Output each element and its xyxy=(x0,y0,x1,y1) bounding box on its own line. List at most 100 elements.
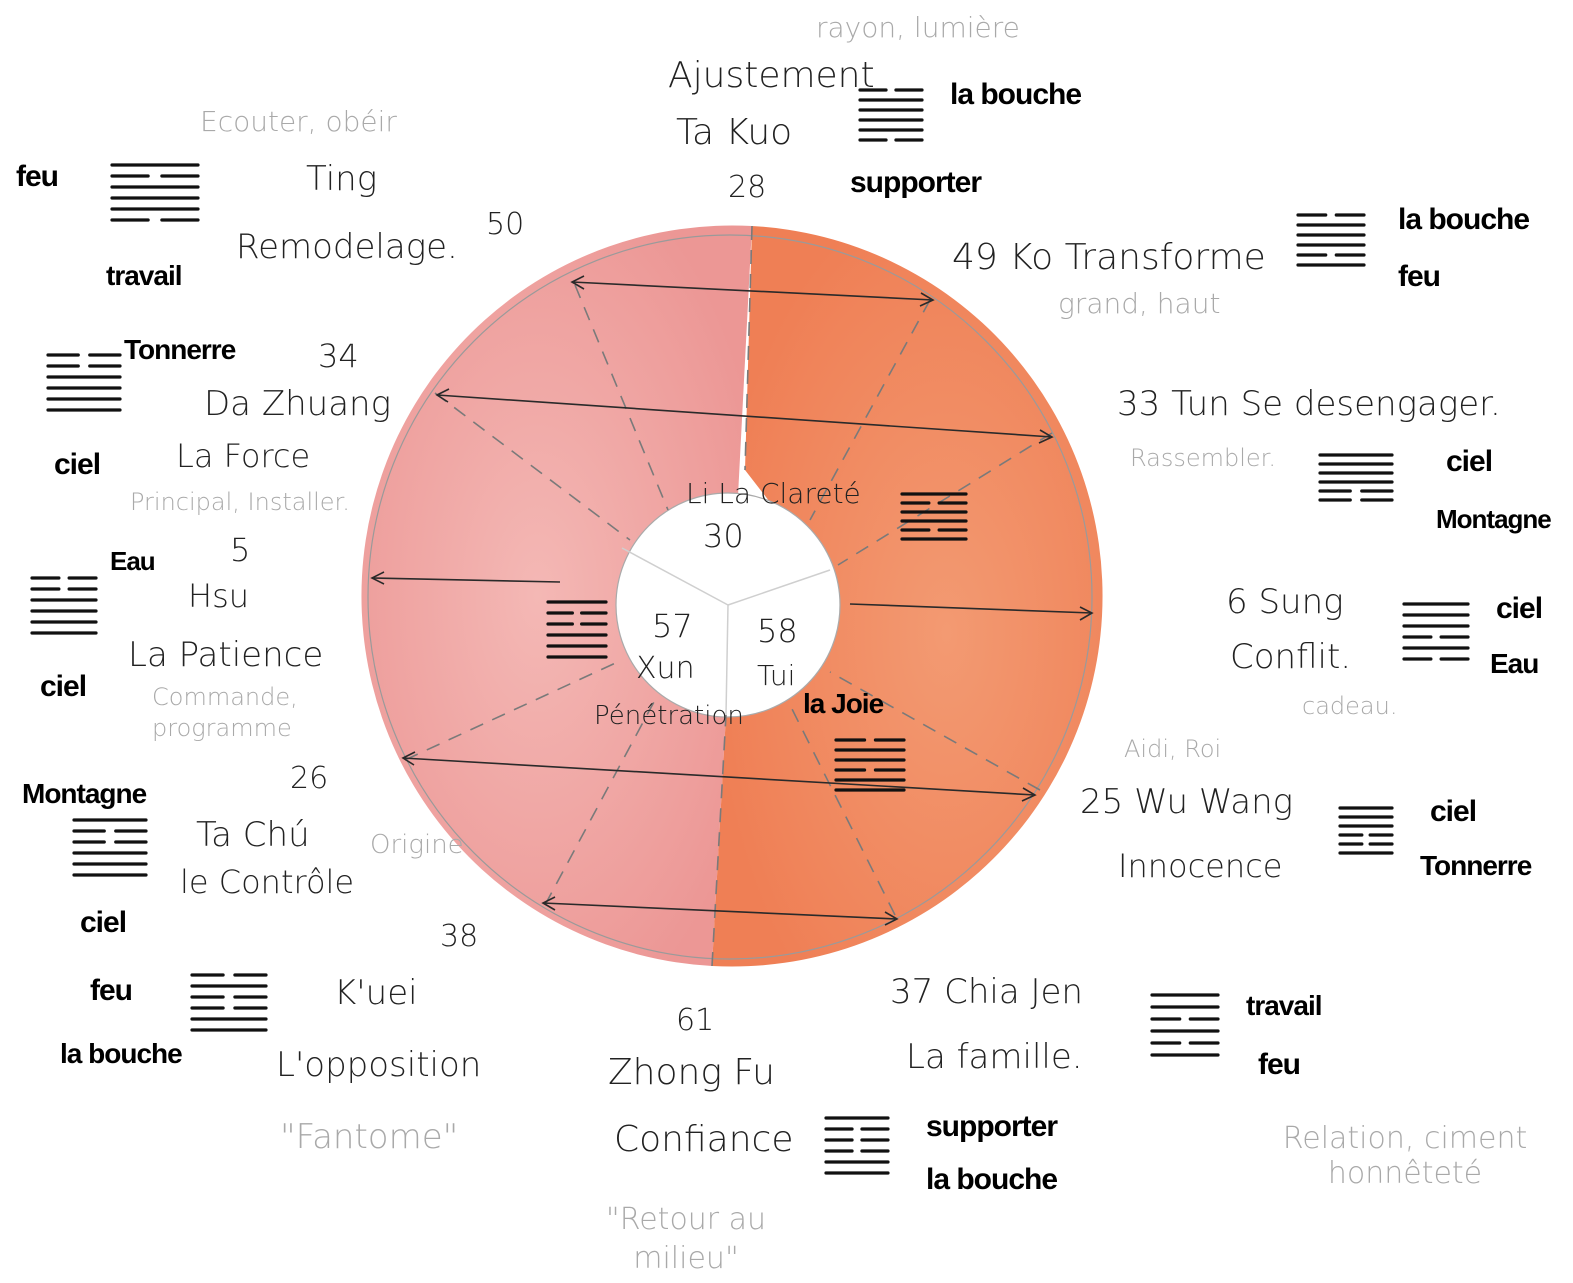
note-28: rayon, lumière xyxy=(816,11,1020,44)
lower-25: Tonnerre xyxy=(1420,850,1532,881)
title-25: Innocence xyxy=(1118,847,1283,885)
title-61: Confiance xyxy=(614,1119,794,1160)
label-33: 33 Tun Se desengager. xyxy=(1117,387,1501,421)
lower-49: feu xyxy=(1398,260,1441,293)
title-37: La famille. xyxy=(906,1037,1083,1077)
lower-38: la bouche xyxy=(60,1038,183,1069)
center-xun-number: 57 xyxy=(652,607,693,645)
hexagram-symbols xyxy=(30,88,1470,1175)
lower-28: supporter xyxy=(850,166,982,199)
note-50: Ecouter, obéir xyxy=(200,105,397,138)
dashed-spokes xyxy=(404,225,1053,967)
hexagram-26 xyxy=(72,818,148,877)
upper-61: supporter xyxy=(926,1110,1058,1143)
note-61: "Retour au milieu" xyxy=(605,1202,767,1276)
center-xun-name: Xun xyxy=(636,651,695,686)
note-38: "Fantome" xyxy=(280,1117,459,1157)
number-61: 61 xyxy=(676,1003,715,1038)
number-25: 25 xyxy=(1080,782,1124,822)
name-6: Sung xyxy=(1258,582,1344,622)
name-49: Ko xyxy=(1009,237,1054,278)
note-33: Rassembler. xyxy=(1130,444,1276,472)
note-34: Principal, Installer. xyxy=(130,488,350,516)
upper-6: ciel xyxy=(1496,592,1543,625)
center-xun-title: Pénétration xyxy=(594,701,744,731)
number-50: 50 xyxy=(486,207,525,242)
lower-26: ciel xyxy=(80,906,127,939)
hexagram-38 xyxy=(190,973,268,1032)
hexagram-25 xyxy=(1338,806,1394,855)
label-37: 37 Chia Jen xyxy=(890,975,1083,1009)
hexagram-33 xyxy=(1318,453,1394,502)
title-33: Se desengager. xyxy=(1240,384,1501,424)
hexagram-34 xyxy=(46,353,122,412)
upper-25: ciel xyxy=(1430,795,1477,828)
hexagram-30 xyxy=(900,492,968,541)
name-5: Hsu xyxy=(188,577,250,615)
number-34: 34 xyxy=(318,337,359,375)
name-50: Ting xyxy=(306,159,378,199)
title-26: le Contrôle xyxy=(180,863,355,901)
center-li-number: 30 xyxy=(703,517,744,555)
name-37: Chia Jen xyxy=(944,972,1083,1012)
hexagram-28 xyxy=(858,88,924,142)
lower-6: Eau xyxy=(1490,648,1539,679)
note-49: grand, haut xyxy=(1058,287,1221,320)
title-34: La Force xyxy=(176,437,311,475)
title-50: Remodelage. xyxy=(236,227,458,267)
note-5: Commande, programme xyxy=(152,683,298,743)
lower-5: ciel xyxy=(40,670,87,703)
name-33: Tun xyxy=(1171,384,1230,424)
connection-arrows xyxy=(370,275,1094,926)
label-25: 25 Wu Wang xyxy=(1080,785,1293,819)
upper-49: la bouche xyxy=(1398,203,1530,236)
hexagram-58 xyxy=(834,738,906,792)
number-28: 28 xyxy=(728,170,767,205)
center-dividers xyxy=(621,547,831,716)
title-6: Conflit. xyxy=(1230,637,1352,677)
hexagram-57 xyxy=(546,600,608,659)
number-26: 26 xyxy=(290,761,329,796)
title-28: Ajustement xyxy=(668,55,875,96)
name-28: Ta Kuo xyxy=(676,112,793,153)
note-26: Origine xyxy=(370,830,464,860)
ring-outline xyxy=(367,234,1093,960)
upper-26: Montagne xyxy=(22,778,147,809)
note-37: Relation, ciment honnêteté xyxy=(1282,1121,1528,1191)
upper-38: feu xyxy=(90,974,133,1007)
number-5: 5 xyxy=(230,531,251,569)
label-6: 6 Sung xyxy=(1226,585,1344,619)
note-25: Aidi, Roi xyxy=(1124,735,1222,763)
lower-33: Montagne xyxy=(1436,504,1552,534)
upper-50: feu xyxy=(16,160,59,193)
name-61: Zhong Fu xyxy=(608,1052,775,1093)
upper-33: ciel xyxy=(1446,445,1493,478)
upper-28: la bouche xyxy=(950,78,1082,111)
center-tui-title: la Joie xyxy=(803,688,884,719)
title-38: L'opposition xyxy=(276,1045,482,1085)
lower-61: la bouche xyxy=(926,1163,1058,1196)
label-49: 49 Ko Transforme xyxy=(952,240,1266,276)
li-name: Li xyxy=(686,477,710,510)
title-49: Transforme xyxy=(1064,237,1266,278)
number-6: 6 xyxy=(1226,582,1248,622)
note-6: cadeau. xyxy=(1302,692,1398,720)
hexagram-50 xyxy=(110,163,200,222)
upper-5: Eau xyxy=(110,546,156,576)
center-tui-name: Tui xyxy=(757,659,796,692)
name-34: Da Zhuang xyxy=(204,384,391,424)
hexagram-6 xyxy=(1402,602,1470,661)
upper-34: Tonnerre xyxy=(124,334,236,365)
number-37: 37 xyxy=(890,972,934,1012)
name-25: Wu Wang xyxy=(1134,782,1294,822)
title-5: La Patience xyxy=(128,635,324,675)
name-26: Ta Chú xyxy=(196,815,310,855)
center-li-label: Li La Clareté xyxy=(686,480,861,508)
lower-34: ciel xyxy=(54,448,101,481)
number-49: 49 xyxy=(952,237,998,278)
number-38: 38 xyxy=(440,919,479,954)
hexagram-49 xyxy=(1296,213,1366,267)
lower-50: travail xyxy=(106,260,182,291)
number-33: 33 xyxy=(1117,384,1161,424)
